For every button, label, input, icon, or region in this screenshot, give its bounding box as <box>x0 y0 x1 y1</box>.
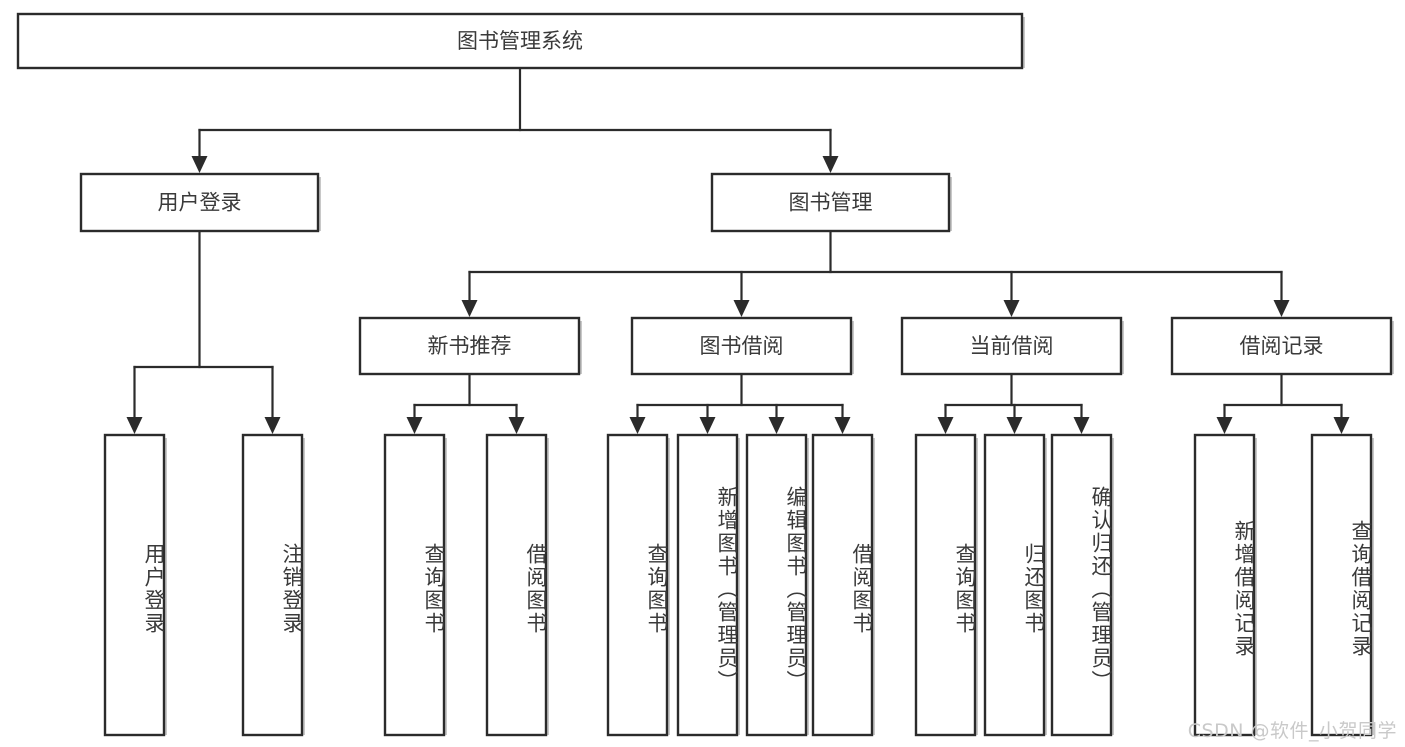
arrow-head-icon <box>822 156 839 173</box>
node-leaf-add-borrow-record[interactable] <box>1193 433 1257 737</box>
node-current-borrow[interactable]: 当前借阅 <box>900 316 1124 376</box>
edges-layer <box>126 66 1350 434</box>
arrow-head-icon <box>1073 417 1090 434</box>
node-leaf-logout-login[interactable] <box>241 433 305 737</box>
node-root[interactable]: 图书管理系统 <box>16 12 1025 70</box>
arrow-head-icon <box>834 417 851 434</box>
arrow-head-icon <box>733 300 750 317</box>
arrow-head-icon <box>461 300 478 317</box>
arrow-head-icon <box>768 417 785 434</box>
node-label: 新书推荐 <box>428 334 512 358</box>
arrow-head-icon <box>126 417 143 434</box>
node-box[interactable] <box>710 172 951 233</box>
arrow-head-icon <box>1003 300 1020 317</box>
node-box[interactable] <box>241 433 304 737</box>
node-leaf-return-book[interactable] <box>983 433 1047 737</box>
node-leaf-confirm-return-admin[interactable] <box>1050 433 1114 737</box>
node-box[interactable] <box>811 433 874 737</box>
node-box[interactable] <box>358 316 581 376</box>
node-leaf-query-book-borrow[interactable] <box>606 433 670 737</box>
watermark-text: CSDN @软件_小贺同学 <box>1187 720 1397 742</box>
node-leaf-query-book-cur[interactable] <box>914 433 978 737</box>
node-label: 当前借阅 <box>970 334 1054 358</box>
node-box[interactable] <box>676 433 739 737</box>
node-borrow-record[interactable]: 借阅记录 <box>1170 316 1394 376</box>
arrow-head-icon <box>629 417 646 434</box>
arrow-head-icon <box>1273 300 1290 317</box>
arrow-head-icon <box>699 417 716 434</box>
node-new-book-recommend[interactable]: 新书推荐 <box>358 316 582 376</box>
node-label: 图书借阅 <box>700 334 784 358</box>
node-box[interactable] <box>383 433 446 737</box>
node-box[interactable] <box>914 433 977 737</box>
node-leaf-borrow-book-rec[interactable] <box>485 433 549 737</box>
arrow-head-icon <box>1333 417 1350 434</box>
node-leaf-edit-book-admin[interactable] <box>745 433 809 737</box>
node-label: 图书管理 <box>789 191 873 215</box>
node-box[interactable] <box>900 316 1123 376</box>
node-book-borrow[interactable]: 图书借阅 <box>630 316 854 376</box>
node-box[interactable] <box>485 433 548 737</box>
node-box[interactable] <box>745 433 808 737</box>
node-box[interactable] <box>606 433 669 737</box>
node-box[interactable] <box>1170 316 1393 376</box>
node-leaf-add-book-admin[interactable] <box>676 433 740 737</box>
node-box[interactable] <box>630 316 853 376</box>
node-leaf-borrow-book[interactable] <box>811 433 875 737</box>
arrow-head-icon <box>1006 417 1023 434</box>
node-label: 借阅记录 <box>1240 334 1324 358</box>
arrow-head-icon <box>191 156 208 173</box>
node-box[interactable] <box>1310 433 1373 737</box>
node-label: 图书管理系统 <box>457 29 583 53</box>
node-user-login[interactable]: 用户登录 <box>79 172 321 233</box>
arrow-head-icon <box>264 417 281 434</box>
node-box[interactable] <box>1050 433 1113 737</box>
node-box[interactable] <box>103 433 166 737</box>
arrow-head-icon <box>1216 417 1233 434</box>
node-leaf-query-book-rec[interactable] <box>383 433 447 737</box>
node-label: 用户登录 <box>158 191 242 215</box>
node-leaf-user-login[interactable] <box>103 433 167 737</box>
arrow-head-icon <box>508 417 525 434</box>
node-box[interactable] <box>1193 433 1256 737</box>
node-box[interactable] <box>16 12 1024 70</box>
node-book-manage[interactable]: 图书管理 <box>710 172 952 233</box>
arrow-head-icon <box>406 417 423 434</box>
node-leaf-query-borrow-record[interactable] <box>1310 433 1374 737</box>
arrow-head-icon <box>937 417 954 434</box>
node-box[interactable] <box>79 172 320 233</box>
node-box[interactable] <box>983 433 1046 737</box>
